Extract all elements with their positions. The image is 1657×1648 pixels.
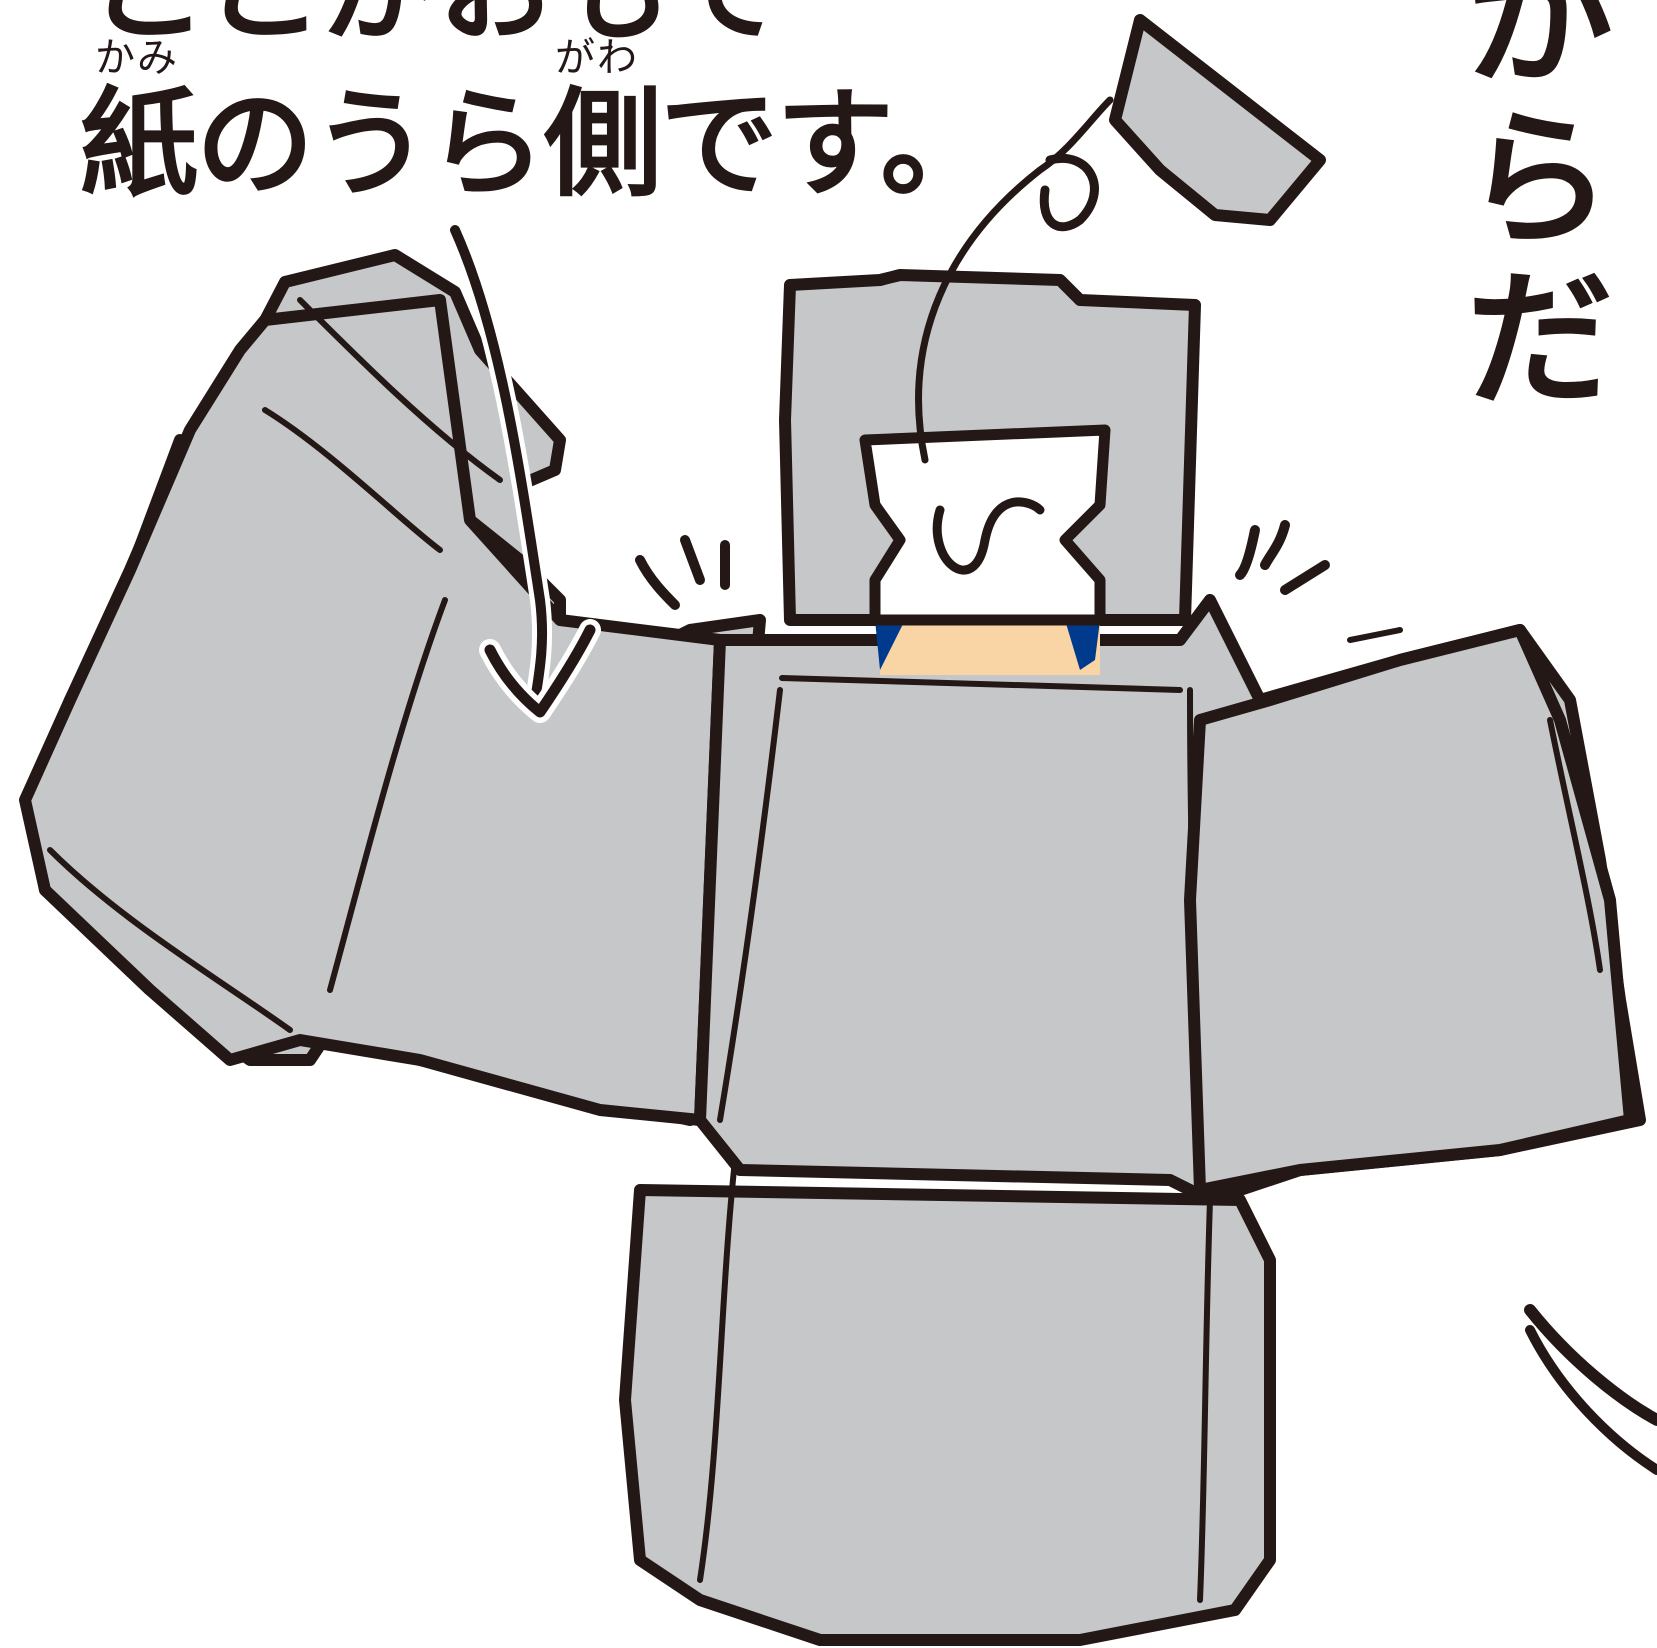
decor-curve (1525, 1325, 1657, 1475)
string-loop (1039, 154, 1099, 232)
face-window (859, 424, 1111, 675)
tab-flap-shape (1109, 14, 1326, 226)
fold-line (1547, 717, 1603, 973)
curved-arrow-icon (445, 220, 601, 723)
motion-lines-icon (1235, 520, 1330, 595)
fold-line (697, 1157, 738, 1583)
decor-curve (1524, 1304, 1657, 1426)
ruby-gawa: がわ (555, 35, 639, 81)
fold-line (47, 847, 293, 1033)
bottom-panel-shape (619, 1184, 1276, 1646)
right-vertical-text: からだ (1438, 0, 1612, 420)
fold-line (262, 407, 443, 553)
motion-lines-icon (635, 535, 730, 610)
top-text-fragment: ここがおもて (90, 0, 783, 48)
fold-line (1187, 687, 1203, 1123)
left-panel-shape (19, 294, 726, 1126)
main-caption: 紙のうら側です。 (80, 75, 998, 213)
fold-line (1197, 1197, 1213, 1603)
fold-line (717, 687, 783, 1123)
fold-line (327, 597, 448, 993)
fold-line (1347, 627, 1403, 643)
fold-line (297, 297, 503, 483)
pull-string (915, 96, 1114, 464)
fold-line (779, 675, 1183, 693)
ruby-kami: かみ (95, 35, 179, 81)
